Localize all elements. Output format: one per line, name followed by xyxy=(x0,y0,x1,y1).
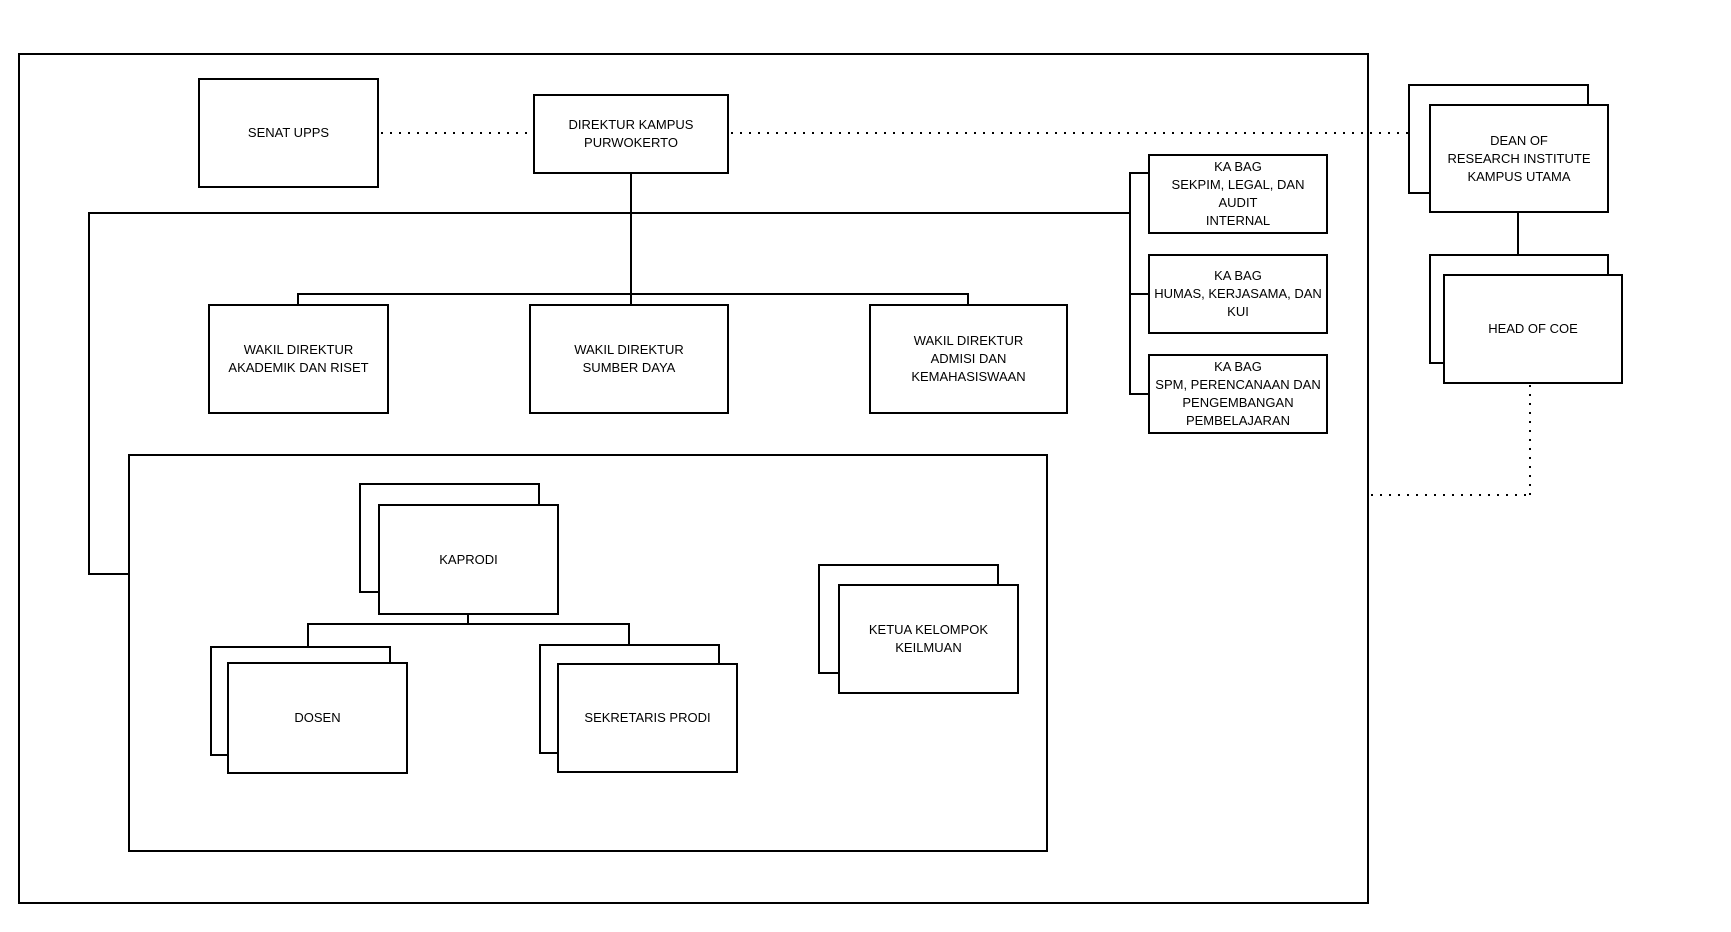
connector-direktur-down xyxy=(630,173,632,304)
node-wadir-akademik[interactable]: WAKIL DIREKTUR AKADEMIK DAN RISET xyxy=(208,304,389,414)
connector-stub-kabag-spm xyxy=(1129,393,1149,395)
node-senat-upps-label: SENAT UPPS xyxy=(247,125,330,140)
node-kabag-spm[interactable]: KA BAG SPM, PERENCANAAN DAN PENGEMBANGAN… xyxy=(1148,354,1328,434)
connector-kaprodi-bracket xyxy=(307,623,630,625)
node-kabag-sekpim-label: KA BAG SEKPIM, LEGAL, DAN AUDIT INTERNAL xyxy=(1171,159,1305,228)
connector-dean-to-headcoe xyxy=(1517,212,1519,256)
node-wadir-akademik-label: WAKIL DIREKTUR AKADEMIK DAN RISET xyxy=(228,342,369,375)
connector-stub-wadir-admisi xyxy=(967,293,969,305)
node-senat-upps[interactable]: SENAT UPPS xyxy=(198,78,379,188)
node-dean-research[interactable]: DEAN OF RESEARCH INSTITUTE KAMPUS UTAMA xyxy=(1429,104,1609,213)
node-dosen-label: DOSEN xyxy=(294,710,341,725)
main-org-frame xyxy=(18,53,1369,904)
node-kaprodi-label: KAPRODI xyxy=(439,551,498,567)
node-kabag-spm-label: KA BAG SPM, PERENCANAAN DAN PENGEMBANGAN… xyxy=(1155,359,1321,428)
connector-left-vertical xyxy=(88,212,90,575)
dotted-headcoe-down xyxy=(1529,385,1531,496)
node-direktur-kampus-label: DIREKTUR KAMPUS PURWOKERTO xyxy=(568,117,694,150)
connector-stub-wadir-akademik xyxy=(297,293,299,305)
node-head-coe-label: HEAD OF COE xyxy=(1488,321,1578,336)
node-kabag-humas[interactable]: KA BAG HUMAS, KERJASAMA, DAN KUI xyxy=(1148,254,1328,334)
node-ketua-kelompok-label: KETUA KELOMPOK KEILMUAN xyxy=(868,622,989,655)
connector-stub-kabag-sekpim xyxy=(1129,172,1149,174)
node-dosen[interactable]: DOSEN xyxy=(227,662,408,774)
connector-kabag-bracket xyxy=(1129,172,1131,395)
node-kaprodi[interactable]: KAPRODI xyxy=(378,504,559,615)
node-kabag-sekpim[interactable]: KA BAG SEKPIM, LEGAL, DAN AUDIT INTERNAL xyxy=(1148,154,1328,234)
connector-stub-kabag-humas xyxy=(1129,293,1149,295)
connector-kaprodi-down xyxy=(467,614,469,625)
connector-stub-dosen xyxy=(307,623,309,647)
dotted-direktur-to-dean xyxy=(731,132,1408,134)
connector-stub-sekretaris xyxy=(628,623,630,645)
node-direktur-kampus[interactable]: DIREKTUR KAMPUS PURWOKERTO xyxy=(533,94,729,174)
node-sekretaris-prodi[interactable]: SEKRETARIS PRODI xyxy=(557,663,738,773)
node-ketua-kelompok[interactable]: KETUA KELOMPOK KEILMUAN xyxy=(838,584,1019,694)
node-wadir-sumber-daya-label: WAKIL DIREKTUR SUMBER DAYA xyxy=(574,342,684,375)
node-kabag-humas-label: KA BAG HUMAS, KERJASAMA, DAN KUI xyxy=(1154,268,1322,319)
connector-wadir-bracket xyxy=(297,293,969,295)
node-sekretaris-prodi-label: SEKRETARIS PRODI xyxy=(584,710,711,725)
connector-left-to-container-stub xyxy=(88,573,130,575)
node-wadir-admisi[interactable]: WAKIL DIREKTUR ADMISI DAN KEMAHASISWAAN xyxy=(869,304,1068,414)
dotted-headcoe-to-frame xyxy=(1371,494,1530,496)
connector-main-horizontal xyxy=(88,212,1131,214)
dotted-senat-to-direktur xyxy=(381,132,533,134)
node-wadir-admisi-label: WAKIL DIREKTUR ADMISI DAN KEMAHASISWAAN xyxy=(911,333,1026,384)
node-wadir-sumber-daya[interactable]: WAKIL DIREKTUR SUMBER DAYA xyxy=(529,304,729,414)
node-dean-research-label: DEAN OF RESEARCH INSTITUTE KAMPUS UTAMA xyxy=(1447,132,1591,184)
node-head-coe[interactable]: HEAD OF COE xyxy=(1443,274,1623,384)
